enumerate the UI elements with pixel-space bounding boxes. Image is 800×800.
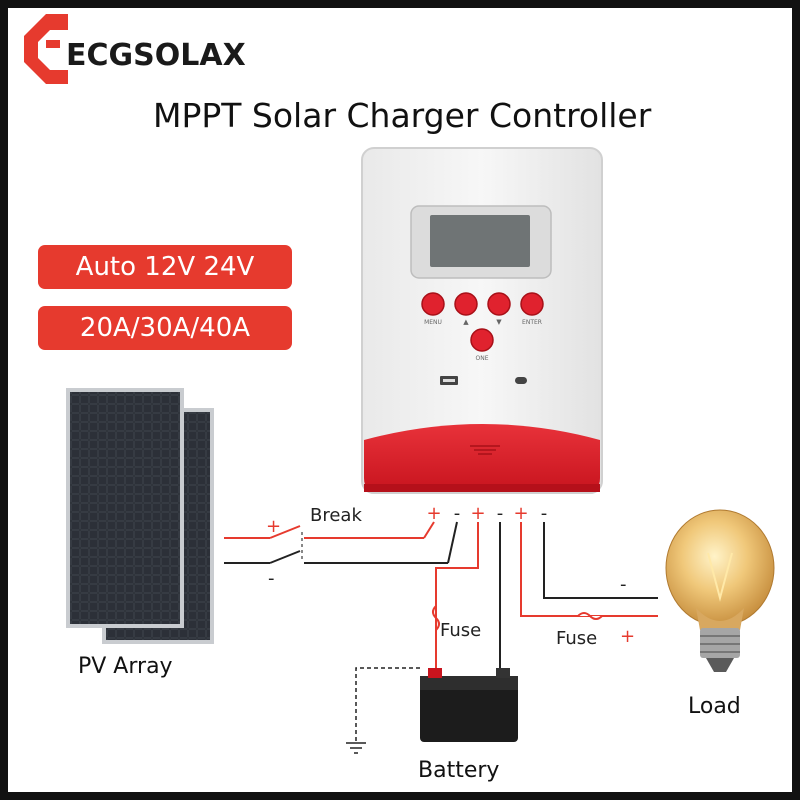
load-fuse-label: Fuse [556,628,597,649]
menu-button-label: MENU [424,319,442,326]
load-plus-sign: + [620,626,635,647]
break-label: Break [310,505,362,526]
vent-grille [470,445,500,455]
terminal-load-minus: - [541,503,548,524]
one-button-label: ONE [475,355,488,362]
terminal-battery-minus: - [497,503,504,524]
load-minus-sign: - [620,574,627,595]
charge-controller: MENU ▲ ▼ ENTER ONE [361,147,603,494]
light-bulb-icon [665,509,775,672]
down-button-label: ▼ [496,318,502,326]
ground-wire [355,667,420,743]
ecgsolax-logo-icon [24,14,68,84]
pv-wires [224,521,458,564]
battery-label: Battery [418,758,500,783]
ground-icon [346,742,366,754]
brand-name: ECGSOLAX [66,38,246,73]
terminal-pv-plus: + [426,503,441,524]
lcd-screen [430,215,530,267]
pv-minus-sign: - [268,568,275,589]
terminal-battery-plus: + [470,503,485,524]
voltage-badge: Auto 12V 24V [38,245,292,289]
battery-wires [432,522,501,668]
pv-array-label: PV Array [78,654,173,679]
pv-array [66,388,214,644]
brand-logo: ECGSOLAX [16,14,316,84]
enter-button-label: ENTER [522,319,542,326]
up-button-label: ▲ [463,318,469,326]
terminal-load-plus: + [513,503,528,524]
battery-fuse-label: Fuse [440,620,481,641]
current-badge: 20A/30A/40A [38,306,292,350]
usb-c-port [515,377,527,384]
load-label: Load [688,694,741,719]
terminal-pv-minus: - [454,503,461,524]
page-title: MPPT Solar Charger Controller [153,96,652,135]
battery [420,668,518,742]
wiring-diagram: MENU ▲ ▼ ENTER ONE + - + - + - [66,147,775,754]
pv-plus-sign: + [266,516,281,537]
load-wires [520,522,658,620]
button-row [421,292,544,352]
